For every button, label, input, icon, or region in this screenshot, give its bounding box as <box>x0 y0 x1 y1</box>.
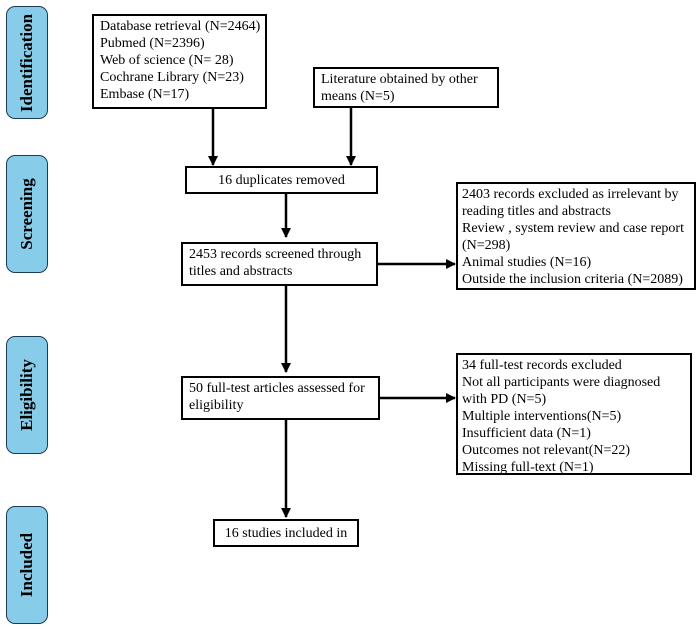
excluded-screen-line: Outside the inclusion criteria (N=2089) <box>462 272 683 287</box>
excluded-screen-line: (N=298) <box>462 238 511 253</box>
excluded-full-line: Not all participants were diagnosed <box>462 375 661 390</box>
other-line: means (N=5) <box>321 89 395 104</box>
database-line: Embase (N=17) <box>100 87 190 102</box>
box-duplicates-removed: 16 duplicates removed <box>185 166 378 194</box>
stage-identification: Identification <box>6 6 48 119</box>
screened-line: titles and abstracts <box>189 264 293 279</box>
box-fulltext-excluded: 34 full-test records excluded Not all pa… <box>456 353 692 475</box>
database-line: Database retrieval (N=2464) <box>100 19 261 34</box>
excluded-screen-line: 2403 records excluded as irrelevant by <box>462 187 679 202</box>
box-fulltext-assessed: 50 full-test articles assessed for eligi… <box>181 376 380 420</box>
duplicates-line: 16 duplicates removed <box>218 173 345 188</box>
screened-line: 2453 records screened through <box>189 247 362 262</box>
database-line: Web of science (N= 28) <box>100 53 234 68</box>
excluded-full-line: 34 full-test records excluded <box>462 358 622 373</box>
excluded-full-line: with PD (N=5) <box>462 392 547 407</box>
stage-screening: Screening <box>6 155 48 273</box>
stage-included: Included <box>6 506 48 624</box>
database-line: Cochrane Library (N=23) <box>100 70 244 85</box>
box-studies-included: 16 studies included in <box>213 519 359 547</box>
excluded-full-line: Insufficient data (N=1) <box>462 426 591 441</box>
database-line: Pubmed (N=2396) <box>100 36 205 51</box>
fulltext-line: 50 full-test articles assessed for <box>189 381 365 396</box>
excluded-full-line: Multiple interventions(N=5) <box>462 409 622 424</box>
excluded-screen-line: Animal studies (N=16) <box>462 255 592 270</box>
box-other-means: Literature obtained by other means (N=5) <box>313 67 499 108</box>
included-line: 16 studies included in <box>224 526 348 541</box>
excluded-full-line: Outcomes not relevant(N=22) <box>462 443 631 458</box>
excluded-screen-line: Review , system review and case report <box>462 221 684 236</box>
excluded-full-line: Missing full-text (N=1) <box>462 460 594 475</box>
other-line: Literature obtained by other <box>321 72 478 87</box>
box-records-screened: 2453 records screened through titles and… <box>181 242 378 286</box>
box-records-excluded-screening: 2403 records excluded as irrelevant by r… <box>456 182 696 290</box>
fulltext-line: eligibility <box>189 398 244 413</box>
stage-eligibility: Eligibility <box>6 336 48 454</box>
excluded-screen-line: reading titles and abstracts <box>462 204 611 219</box>
box-database-retrieval: Database retrieval (N=2464) Pubmed (N=23… <box>92 14 267 109</box>
